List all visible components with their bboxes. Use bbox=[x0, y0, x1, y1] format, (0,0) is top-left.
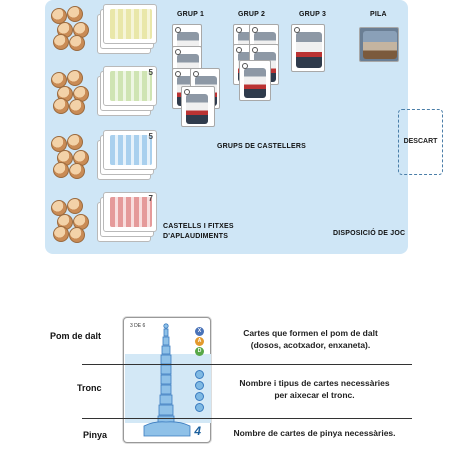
castells-label-line2: D'APLAUDIMENTS bbox=[163, 233, 229, 240]
castle-card-number: 7 bbox=[148, 194, 153, 203]
castle-cards-row4[interactable]: 7 bbox=[97, 192, 157, 244]
group-1-card[interactable] bbox=[181, 86, 215, 127]
pom-marker-x-icon: X bbox=[195, 327, 204, 336]
pom-marker-a-icon: A bbox=[195, 337, 204, 346]
castle-card-diagram: 3 DE 6 X A D 4 bbox=[123, 317, 211, 443]
group-3-label: GRUP 3 bbox=[299, 11, 327, 18]
castle-tower-image bbox=[110, 71, 152, 101]
pile-label: PILA bbox=[370, 11, 387, 18]
section-title-tronc: Tronc bbox=[77, 383, 102, 393]
game-board: 5 5 7 GRUP 1 GRUP 2 GRUP 3 PILA GRUPS DE… bbox=[45, 0, 443, 254]
castle-card-number: 5 bbox=[148, 132, 153, 141]
group-2-card[interactable] bbox=[239, 60, 271, 101]
card-code: 3 DE 6 bbox=[130, 323, 146, 329]
castle-card-number: 5 bbox=[148, 68, 153, 77]
game-setup-label: DISPOSICIÓ DE JOC bbox=[333, 230, 406, 237]
description-pom: Cartes que formen el pom de dalt (dosos,… bbox=[243, 328, 378, 350]
human-tower-illustration bbox=[143, 323, 191, 437]
applause-tokens-row2[interactable] bbox=[49, 70, 99, 116]
trunk-marker-icon bbox=[195, 370, 204, 379]
grups-caption: GRUPS DE CASTELLERS bbox=[217, 143, 306, 150]
applause-tokens-row4[interactable] bbox=[49, 198, 99, 244]
section-title-pinya: Pinya bbox=[83, 430, 108, 440]
applause-tokens-row1[interactable] bbox=[49, 6, 99, 52]
group-1-label: GRUP 1 bbox=[177, 11, 205, 18]
castle-tower-image bbox=[110, 9, 152, 39]
group-3-card[interactable] bbox=[291, 24, 325, 72]
trunk-marker-icon bbox=[195, 381, 204, 390]
castle-cards-row2[interactable]: 5 bbox=[97, 66, 157, 118]
trunk-marker-icon bbox=[195, 403, 204, 412]
castle-tower-image bbox=[110, 135, 152, 165]
castle-cards-row3[interactable]: 5 bbox=[97, 130, 157, 182]
divider-pom-tronc bbox=[82, 364, 412, 365]
trunk-marker-icon bbox=[195, 392, 204, 401]
description-tronc: Nombre i tipus de cartes necessàries per… bbox=[239, 378, 390, 400]
description-pinya: Nombre de cartes de pinya necessàries. bbox=[233, 428, 396, 438]
castle-tower-image bbox=[110, 197, 152, 227]
divider-tronc-pinya bbox=[82, 418, 412, 419]
section-title-pom: Pom de dalt bbox=[50, 331, 102, 341]
pinya-count: 4 bbox=[194, 424, 201, 438]
applause-tokens-row3[interactable] bbox=[49, 134, 99, 180]
discard-pile[interactable]: DESCART bbox=[398, 109, 443, 175]
pom-marker-d-icon: D bbox=[195, 347, 204, 356]
discard-label: DESCART bbox=[403, 138, 438, 145]
pile-card[interactable] bbox=[359, 27, 399, 62]
castells-label-line1: CASTELLS i FITXES bbox=[163, 223, 234, 230]
group-2-label: GRUP 2 bbox=[238, 11, 266, 18]
castle-cards-row1[interactable] bbox=[97, 4, 157, 56]
